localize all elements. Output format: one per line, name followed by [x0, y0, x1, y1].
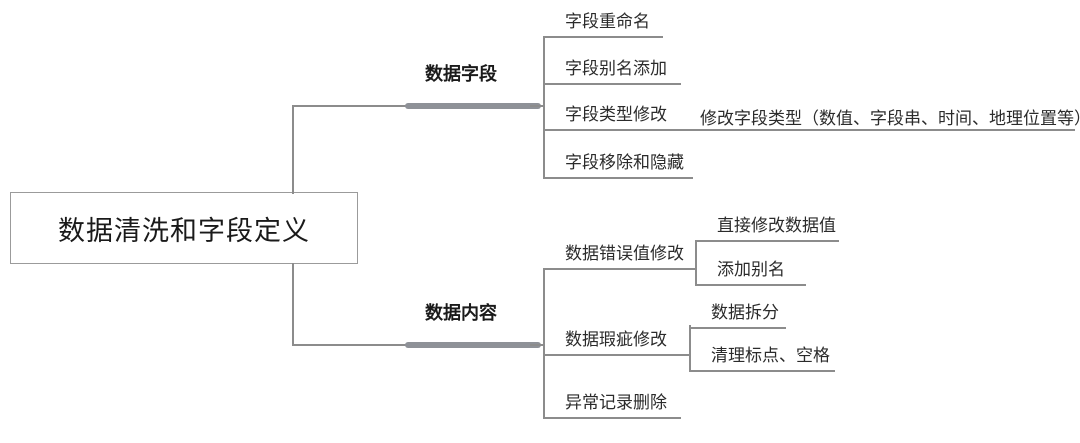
- leaf-direct-edit-value[interactable]: 直接修改数据值: [695, 208, 839, 242]
- branch-label-upper: 数据字段: [425, 64, 497, 85]
- stub-upper-branch-to-spine: [530, 105, 545, 107]
- leaf-abnormal-record-delete[interactable]: 异常记录删除: [543, 383, 681, 419]
- leaf-field-alias-add-rule: [543, 83, 681, 85]
- leaf-field-type-change-label: 字段类型修改: [565, 105, 667, 125]
- stub-lower-branch-to-spine: [530, 344, 545, 346]
- leaf-field-rename-rule: [543, 36, 663, 38]
- stub-data-error-value-to-spine: [684, 268, 697, 270]
- leaf-data-split-label: 数据拆分: [711, 303, 779, 323]
- root-node[interactable]: 数据清洗和字段定义: [10, 192, 358, 264]
- branch-bar-lower: [405, 342, 541, 348]
- leaf-field-type-change[interactable]: 字段类型修改: [543, 95, 1075, 131]
- branch-label-lower: 数据内容: [425, 303, 497, 324]
- leaf-abnormal-record-delete-rule: [543, 417, 681, 419]
- leaf-clean-punctuation-spaces-label: 清理标点、空格: [711, 346, 830, 366]
- connector-root-to-lower-horizontal: [292, 344, 407, 346]
- leaf-field-alias-add-label: 字段别名添加: [565, 59, 667, 79]
- leaf-data-split-rule: [689, 327, 786, 329]
- leaf-field-type-change-rule: [543, 129, 1075, 131]
- leaf-field-alias-add[interactable]: 字段别名添加: [543, 49, 681, 85]
- leaf-data-error-value-fix-label: 数据错误值修改: [565, 244, 684, 264]
- leaf-field-remove-hide-label: 字段移除和隐藏: [565, 153, 684, 173]
- branch-bar-upper: [405, 103, 541, 109]
- leaf-field-type-change-note: 修改字段类型（数值、字段串、时间、地理位置等）: [700, 109, 1080, 129]
- leaf-field-rename[interactable]: 字段重命名: [543, 2, 663, 38]
- leaf-clean-punctuation-spaces[interactable]: 清理标点、空格: [689, 338, 835, 372]
- leaf-data-defect-fix-rule: [543, 354, 685, 356]
- leaf-data-error-value-fix-rule: [543, 268, 696, 270]
- leaf-clean-punctuation-spaces-rule: [689, 370, 835, 372]
- leaf-direct-edit-value-label: 直接修改数据值: [717, 216, 836, 236]
- leaf-field-rename-label: 字段重命名: [565, 12, 650, 32]
- leaf-data-split[interactable]: 数据拆分: [689, 295, 786, 329]
- leaf-abnormal-record-delete-label: 异常记录删除: [565, 393, 667, 413]
- connector-root-to-upper-horizontal: [292, 105, 407, 107]
- spine-data-error-value-children: [695, 240, 697, 286]
- spine-upper-children: [543, 36, 545, 179]
- leaf-field-remove-hide[interactable]: 字段移除和隐藏: [543, 143, 693, 179]
- connector-root-to-lower-vertical: [292, 263, 294, 346]
- connector-root-to-upper-vertical: [292, 106, 294, 194]
- stub-data-defect-to-spine: [678, 354, 691, 356]
- leaf-add-alias-rule: [695, 284, 806, 286]
- spine-data-defect-children: [689, 325, 691, 372]
- root-node-label: 数据清洗和字段定义: [58, 215, 310, 247]
- leaf-direct-edit-value-rule: [695, 240, 839, 242]
- leaf-data-defect-fix[interactable]: 数据瑕疵修改: [543, 320, 685, 356]
- leaf-data-defect-fix-label: 数据瑕疵修改: [565, 330, 667, 350]
- leaf-field-remove-hide-rule: [543, 177, 693, 179]
- spine-lower-children: [543, 268, 545, 419]
- leaf-data-error-value-fix[interactable]: 数据错误值修改: [543, 234, 696, 270]
- leaf-add-alias[interactable]: 添加别名: [695, 252, 806, 286]
- leaf-add-alias-label: 添加别名: [717, 260, 785, 280]
